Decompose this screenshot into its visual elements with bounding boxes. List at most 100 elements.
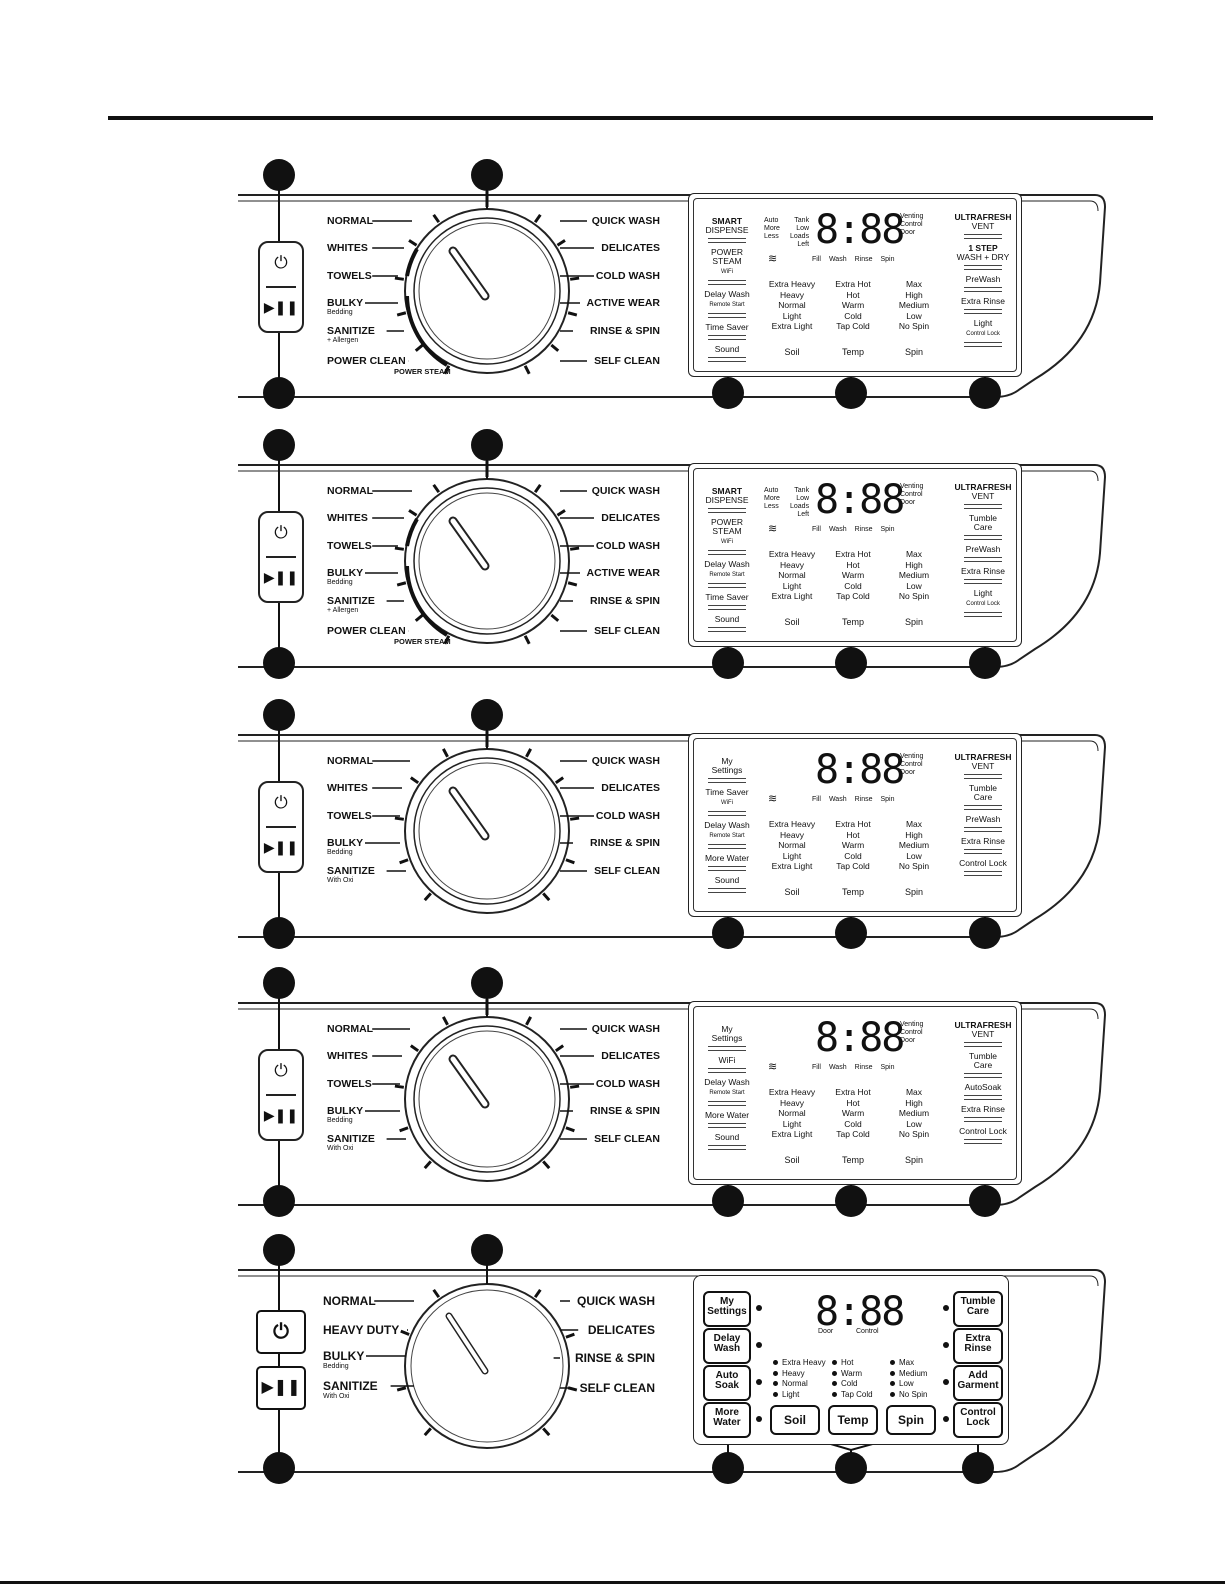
cycle-label-self-clean[interactable]: SELF CLEAN	[594, 355, 660, 367]
cycle-label-towels[interactable]: TOWELS	[327, 811, 372, 822]
cycle-label-whites[interactable]: WHITES	[327, 1051, 368, 1062]
left-option-1[interactable]: WiFi	[697, 1056, 757, 1065]
right-option-3[interactable]: Extra Rinse	[952, 297, 1014, 306]
start-pause-icon[interactable]: ▶❚❚	[263, 299, 299, 315]
cycle-label-quick-wash[interactable]: QUICK WASH	[577, 1294, 655, 1308]
right-option-3[interactable]: Extra Rinse	[952, 837, 1014, 846]
cycle-label-delicates[interactable]: DELICATES	[601, 242, 660, 254]
start-pause-button[interactable]: ▶❚❚	[256, 1366, 306, 1410]
cycle-label-rinse-spin[interactable]: RINSE & SPIN	[574, 1351, 655, 1365]
cycle-label-quick-wash[interactable]: QUICK WASH	[591, 755, 660, 767]
cycle-label-rinse-spin[interactable]: RINSE & SPIN	[589, 595, 660, 607]
cycle-label-quick-wash[interactable]: QUICK WASH	[591, 1023, 660, 1035]
right-option-3[interactable]: Extra Rinse	[952, 1105, 1014, 1114]
left-option-4[interactable]: Sound	[697, 615, 757, 624]
cycle-label-whites[interactable]: WHITES	[327, 243, 368, 254]
cycle-label-delicates[interactable]: DELICATES	[587, 1323, 655, 1337]
left-option-3[interactable]: Time Saver	[697, 323, 757, 332]
cycle-label-power-clean[interactable]: POWER CLEAN	[327, 626, 406, 637]
right-option-2[interactable]: PreWash	[952, 275, 1014, 284]
right-option-4[interactable]: Control Lock	[952, 1127, 1014, 1136]
power-icon[interactable]: ⏻	[274, 523, 288, 542]
cycle-label-cold-wash[interactable]: COLD WASH	[595, 1078, 660, 1090]
spin-button[interactable]: Spin	[904, 1155, 923, 1165]
start-pause-icon[interactable]: ▶❚❚	[263, 569, 299, 585]
left-option-4[interactable]: Sound	[697, 345, 757, 354]
spin-button[interactable]: Spin	[886, 1405, 936, 1435]
power-icon[interactable]: ⏻	[274, 253, 288, 272]
power-start-button-group[interactable]: ⏻ ▶❚❚	[258, 241, 304, 333]
cycle-label-sanitize[interactable]: SANITIZE+ Allergen	[327, 596, 375, 615]
cycle-label-self-clean[interactable]: SELF CLEAN	[594, 625, 660, 637]
cycle-label-cold-wash[interactable]: COLD WASH	[595, 540, 660, 552]
right-option-2[interactable]: PreWash	[952, 815, 1014, 824]
cycle-label-normal[interactable]: NORMAL	[327, 1024, 373, 1035]
cycle-label-towels[interactable]: TOWELS	[327, 541, 372, 552]
cycle-label-power-clean[interactable]: POWER CLEAN	[327, 356, 406, 367]
cycle-label-self-clean[interactable]: SELF CLEAN	[579, 1381, 655, 1395]
temp-button[interactable]: Temp	[841, 347, 864, 357]
cycle-label-self-clean[interactable]: SELF CLEAN	[594, 865, 660, 877]
cycle-label-heavy-duty[interactable]: HEAVY DUTY	[323, 1324, 399, 1337]
power-button[interactable]: ⏻	[256, 1310, 306, 1354]
cycle-label-rinse-spin[interactable]: RINSE & SPIN	[589, 837, 660, 849]
cycle-label-quick-wash[interactable]: QUICK WASH	[591, 215, 660, 227]
temp-button[interactable]: Temp	[828, 1405, 878, 1435]
left-option-3[interactable]: More Water	[697, 1111, 757, 1120]
cycle-label-towels[interactable]: TOWELS	[327, 271, 372, 282]
cycle-label-self-clean[interactable]: SELF CLEAN	[594, 1133, 660, 1145]
right-option-2[interactable]: PreWash	[952, 545, 1014, 554]
cycle-label-cold-wash[interactable]: COLD WASH	[595, 810, 660, 822]
left-option-4[interactable]: Sound	[697, 1133, 757, 1142]
soil-button[interactable]: Soil	[784, 1155, 800, 1165]
temp-button[interactable]: Temp	[841, 617, 864, 627]
temp-button[interactable]: Temp	[841, 1155, 864, 1165]
cycle-label-delicates[interactable]: DELICATES	[601, 782, 660, 794]
cycle-label-whites[interactable]: WHITES	[327, 513, 368, 524]
cycle-label-rinse-spin[interactable]: RINSE & SPIN	[589, 325, 660, 337]
spin-button[interactable]: Spin	[904, 617, 923, 627]
cycle-label-delicates[interactable]: DELICATES	[601, 1050, 660, 1062]
cycle-label-whites[interactable]: WHITES	[327, 783, 368, 794]
spin-button[interactable]: Spin	[904, 887, 923, 897]
left-option-3[interactable]: Time Saver	[697, 593, 757, 602]
cycle-label-towels[interactable]: TOWELS	[327, 1079, 372, 1090]
right-option-2[interactable]: AutoSoak	[952, 1083, 1014, 1092]
cycle-label-active-wear[interactable]: ACTIVE WEAR	[586, 567, 661, 579]
soil-button[interactable]: Soil	[784, 617, 800, 627]
power-start-button-group[interactable]: ⏻ ▶❚❚	[258, 511, 304, 603]
cycle-label-cold-wash[interactable]: COLD WASH	[595, 270, 660, 282]
power-icon[interactable]: ⏻	[274, 793, 288, 812]
power-icon[interactable]: ⏻	[274, 1061, 288, 1080]
power-start-button-group[interactable]: ⏻▶❚❚	[258, 1049, 304, 1141]
temp-button[interactable]: Temp	[841, 887, 864, 897]
cycle-label-normal[interactable]: NORMAL	[327, 216, 373, 227]
right-option-4[interactable]: Control Lock	[952, 859, 1014, 868]
